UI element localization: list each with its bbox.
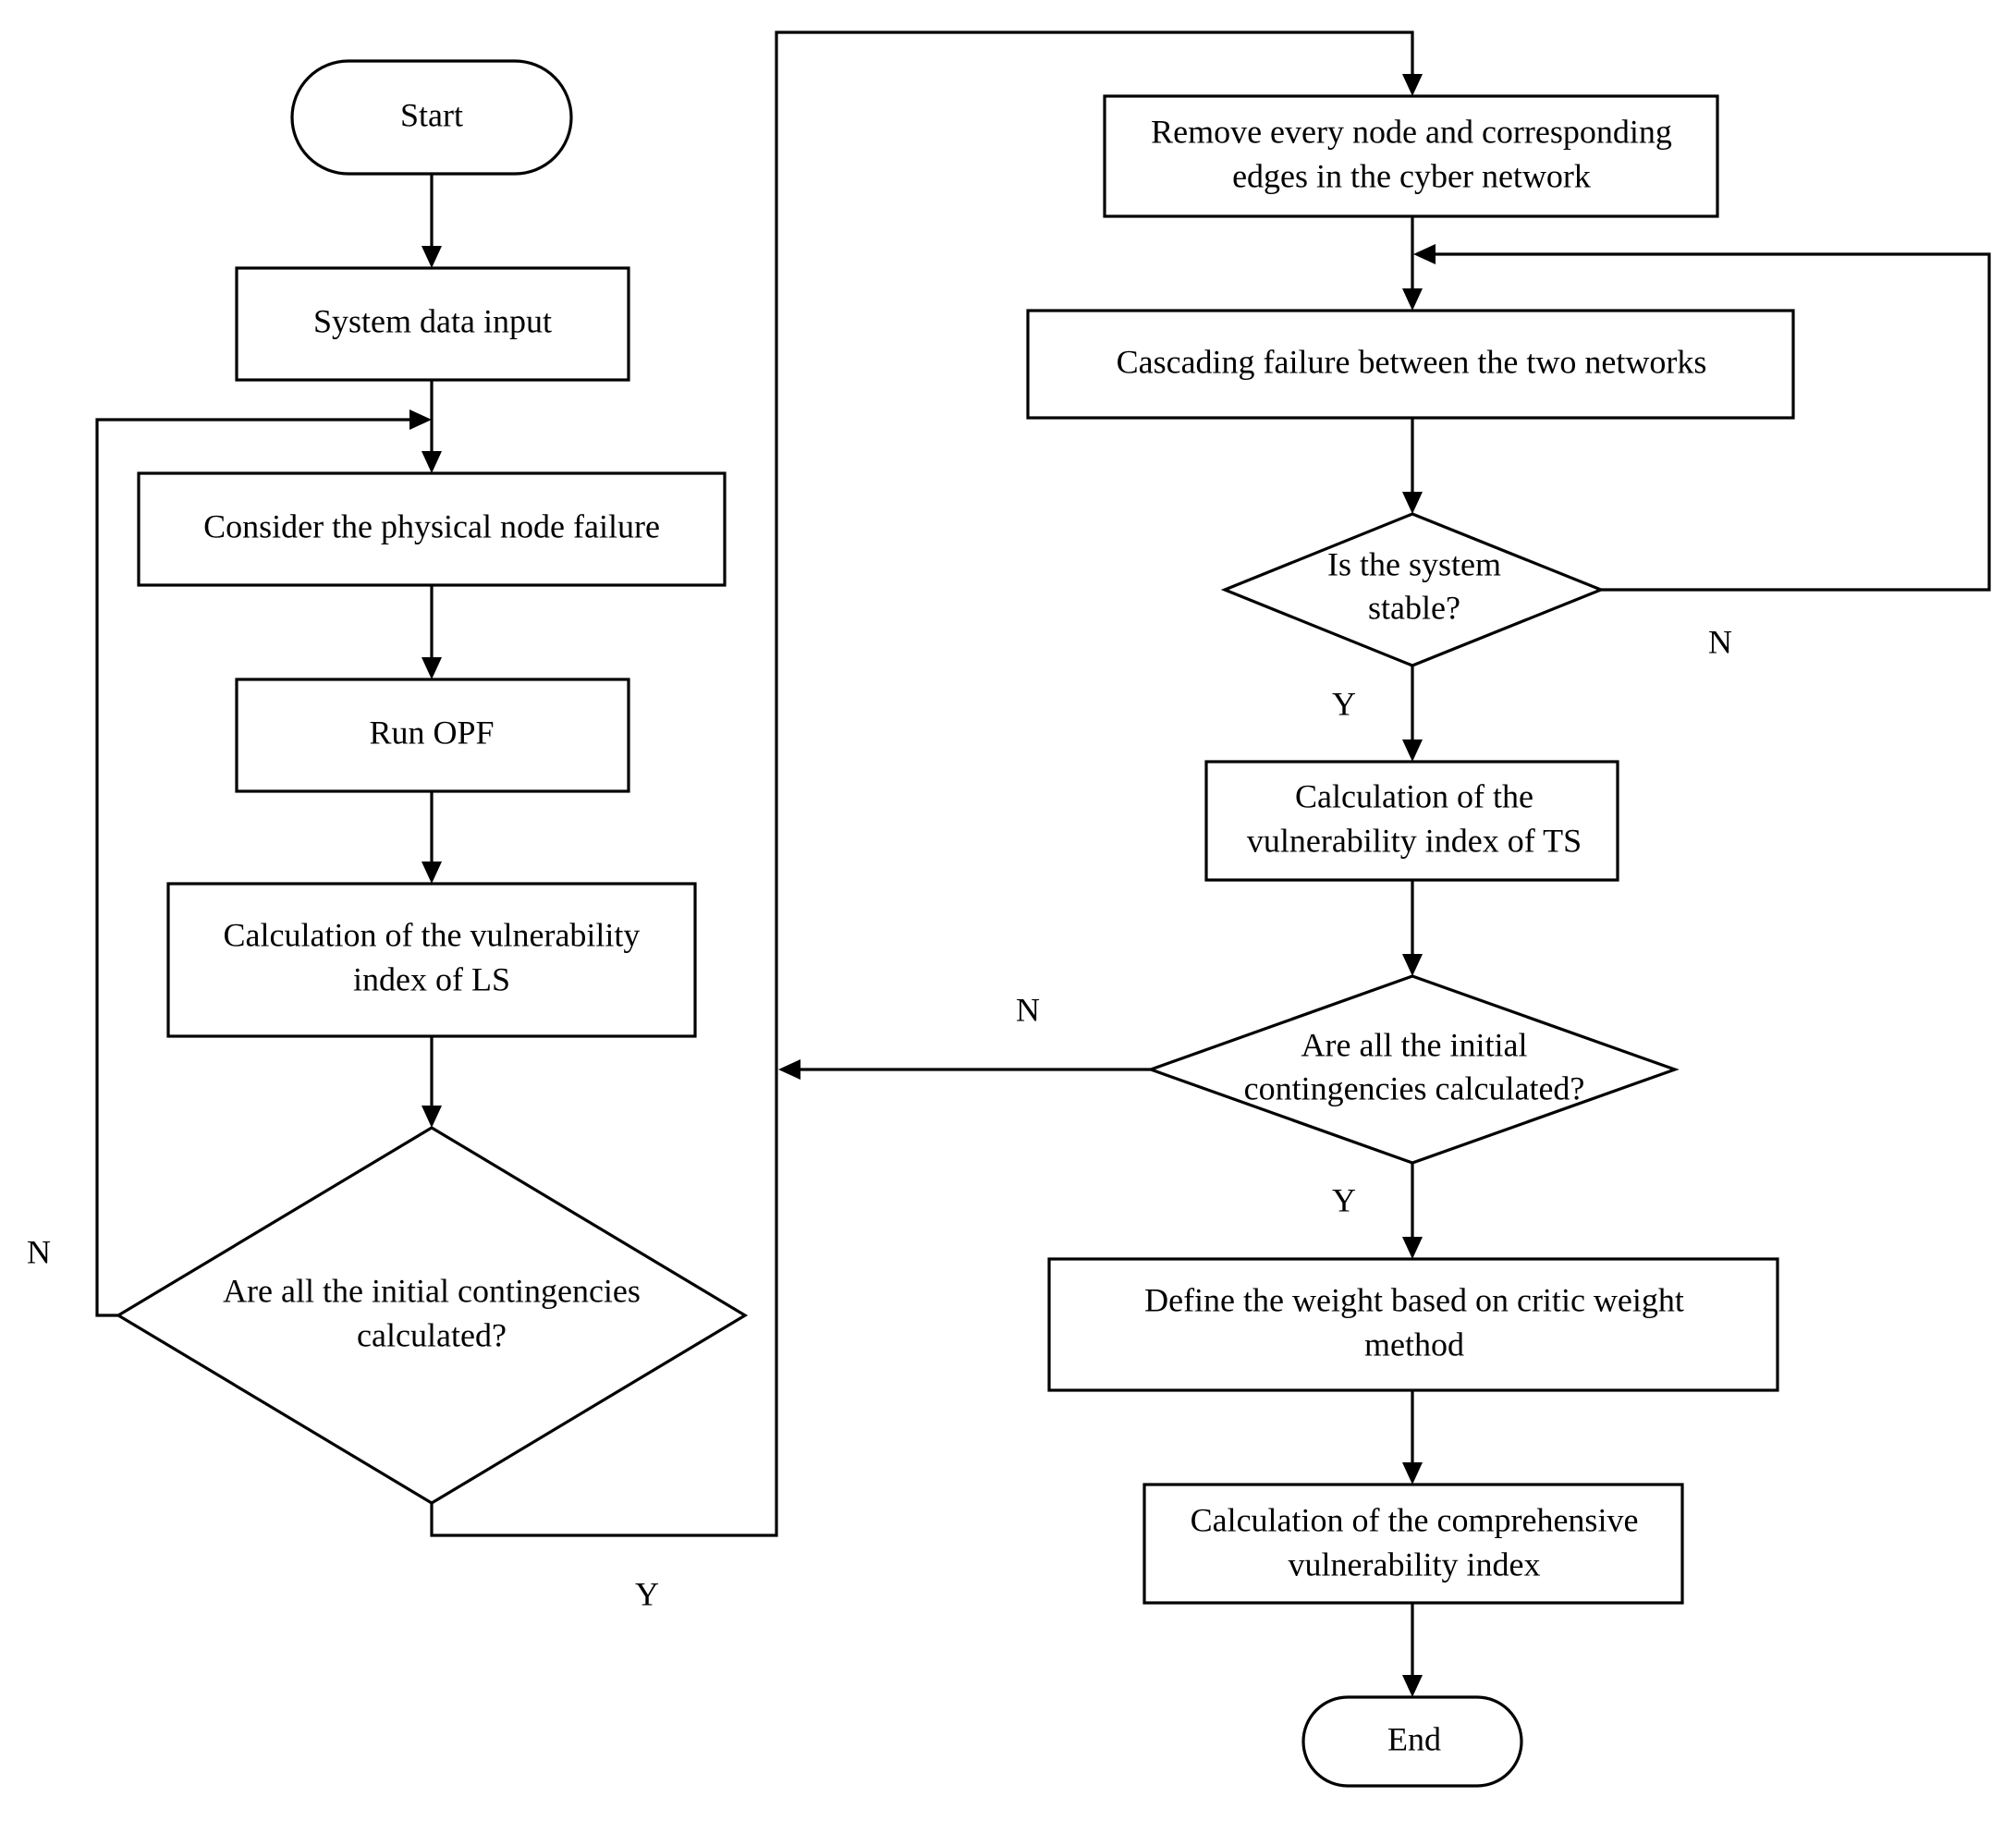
physical-failure-box: Consider the physical node failure [137,471,727,587]
ls-no-label: N [27,1233,51,1270]
ts-index-line1: Calculation of the [1295,777,1533,814]
run-opf-label: Run OPF [369,714,494,751]
physical-failure-label: Consider the physical node failure [203,507,660,544]
stable-decision-line2: stable? [1368,589,1460,626]
stable-decision-diamond: Is the system stable? [1220,512,1606,667]
end-terminal: End [1301,1695,1523,1788]
arrowhead-opf [422,657,442,679]
ts-decision-line1: Are all the initial [1301,1026,1528,1063]
data-input-label: System data input [313,302,552,339]
stable-no-label: N [1708,623,1732,660]
comprehensive-line1: Calculation of the comprehensive [1191,1501,1639,1538]
arrowhead-ls-decision [422,1106,442,1128]
stable-yes-label: Y [1332,685,1356,722]
weight-line1: Define the weight based on critic weight [1144,1281,1684,1318]
ts-yes-label: Y [1332,1181,1356,1218]
arrowhead-ls-index [422,862,442,884]
remove-nodes-line2: edges in the cyber network [1232,157,1591,194]
arrowhead-end [1402,1675,1423,1697]
run-opf-box: Run OPF [235,678,630,793]
arrowhead-stable [1402,492,1423,514]
arrowhead-ts-decision [1402,954,1423,976]
arrowhead-ls-loop [409,409,432,430]
remove-nodes-line1: Remove every node and corresponding [1151,113,1672,150]
ls-decision-line2: calculated? [357,1316,507,1353]
arrowhead-ts-index [1402,739,1423,762]
ls-index-label-line1: Calculation of the vulnerability [224,916,641,953]
ls-decision-diamond: Are all the initial contingencies calcul… [115,1126,749,1505]
weight-box: Define the weight based on critic weight… [1047,1257,1779,1392]
data-input-box: System data input [235,266,630,382]
comprehensive-box: Calculation of the comprehensive vulnera… [1142,1483,1684,1605]
ls-decision-line1: Are all the initial contingencies [223,1272,641,1309]
connector-ls-no-loop [95,418,414,1317]
ts-index-box: Calculation of the vulnerability index o… [1204,760,1619,882]
start-terminal: Start [290,59,573,176]
arrowhead-failure [422,451,442,473]
connector-ls-yes [430,31,1414,1537]
arrowhead-remove [1402,74,1423,96]
ts-decision-line2: contingencies calculated? [1244,1069,1585,1106]
ts-index-line2: vulnerability index of TS [1247,822,1582,859]
arrowhead-ts-loop [778,1059,800,1080]
start-label: Start [400,96,463,133]
cascading-box: Cascading failure between the two networ… [1026,309,1795,420]
stable-decision-line1: Is the system [1327,545,1501,582]
arrowhead-cascade [1402,288,1423,311]
cascading-label: Cascading failure between the two networ… [1117,343,1707,380]
remove-nodes-box: Remove every node and corresponding edge… [1103,94,1719,218]
arrowhead-stable-loop [1413,244,1436,264]
arrowhead-comprehensive [1402,1462,1423,1485]
weight-line2: method [1364,1326,1464,1363]
ts-no-label: N [1016,991,1040,1028]
ls-index-box: Calculation of the vulnerability index o… [166,882,697,1038]
ls-index-label-line2: index of LS [353,960,510,997]
connector-stable-no-loop [1433,252,1991,592]
ls-yes-label: Y [635,1575,659,1612]
ts-decision-diamond: Are all the initial contingencies calcul… [1146,974,1680,1165]
comprehensive-line2: vulnerability index [1289,1546,1541,1583]
arrowhead-input [422,246,442,268]
arrowhead-weight [1402,1237,1423,1259]
end-label: End [1387,1720,1441,1757]
